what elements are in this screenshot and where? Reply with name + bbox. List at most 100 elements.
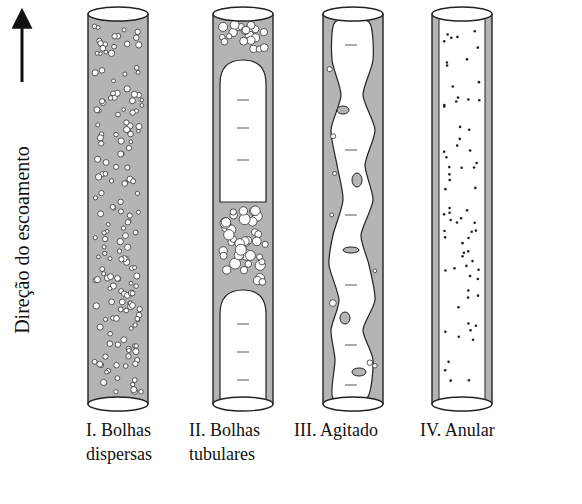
gas-bubble <box>247 36 255 44</box>
gas-bubble <box>97 255 101 259</box>
axis-label: Direção do escoamento <box>10 85 34 395</box>
gas-bubble <box>128 131 134 137</box>
gas-bubble <box>121 337 127 343</box>
gas-bubble <box>93 303 99 309</box>
churn-gas-region <box>329 19 375 402</box>
entrained-droplet <box>456 144 459 147</box>
gas-bubble <box>108 96 113 101</box>
gas-bubble <box>133 323 137 327</box>
flow-direction-arrow <box>21 12 24 82</box>
liquid-fragment <box>340 312 350 324</box>
gas-bubble <box>129 327 133 331</box>
gas-bubble <box>122 181 128 187</box>
gas-bubble <box>99 190 104 195</box>
gas-bubble <box>92 359 97 364</box>
entrained-droplet <box>450 37 453 40</box>
gas-bubble <box>255 231 262 238</box>
entrained-droplet <box>444 269 447 272</box>
entrained-droplet <box>447 361 450 364</box>
gas-bubble <box>97 324 103 330</box>
shine-mark <box>237 100 249 101</box>
entrained-droplet <box>474 187 477 190</box>
pipe-opening <box>432 397 492 411</box>
entrained-droplet <box>466 209 469 212</box>
gas-bubble <box>239 214 250 225</box>
gas-bubble <box>245 251 255 261</box>
entrained-droplet <box>443 40 446 43</box>
taylor-bubble <box>220 290 266 402</box>
gas-bubble <box>220 252 227 259</box>
pipe-opening <box>432 7 492 21</box>
gas-bubble <box>102 231 106 235</box>
gas-bubble <box>134 65 139 70</box>
gas-bubble <box>95 51 99 55</box>
liquid-fragment <box>343 247 359 253</box>
pipe-slug <box>213 7 273 411</box>
gas-bubble <box>125 244 131 250</box>
pipe-churn <box>323 7 383 411</box>
entrained-droplet <box>448 207 451 210</box>
gas-bubble <box>124 41 130 47</box>
gas-bubble <box>117 238 123 244</box>
shine-mark <box>237 128 249 129</box>
pipe-body <box>323 14 383 404</box>
entrained-droplet <box>467 322 470 325</box>
entrained-droplet <box>472 338 475 341</box>
liquid-fragment <box>352 368 366 376</box>
entrained-droplet <box>448 179 451 182</box>
gas-bubble <box>111 91 116 96</box>
gas-bubble <box>135 29 140 34</box>
entrained-droplet <box>473 222 476 225</box>
gas-bubble <box>134 284 139 289</box>
gas-bubble <box>373 269 377 273</box>
entrained-droplet <box>455 100 458 103</box>
gas-bubble <box>103 354 108 359</box>
gas-bubble <box>117 249 122 254</box>
gas-bubble <box>259 259 265 265</box>
entrained-droplet <box>444 188 447 191</box>
gas-bubble <box>259 278 266 285</box>
gas-bubble <box>373 364 377 368</box>
gas-bubble <box>109 179 113 183</box>
gas-bubble <box>114 132 118 136</box>
gas-bubble <box>242 26 250 34</box>
entrained-droplet <box>466 58 469 61</box>
gas-bubble <box>124 308 129 313</box>
gas-bubble <box>119 299 125 305</box>
gas-bubble <box>124 364 129 369</box>
shine-mark <box>345 345 357 346</box>
entrained-droplet <box>453 267 456 270</box>
gas-bubble <box>131 387 137 393</box>
entrained-droplet <box>475 229 478 232</box>
entrained-droplet <box>461 255 464 258</box>
gas-bubble <box>93 236 97 240</box>
gas-bubble <box>129 140 133 144</box>
gas-bubble <box>330 213 334 217</box>
shine-mark <box>345 45 357 46</box>
gas-bubble <box>92 70 98 76</box>
entrained-droplet <box>469 275 472 278</box>
entrained-droplet <box>461 242 464 245</box>
gas-bubble <box>127 348 131 352</box>
gas-bubble <box>260 44 268 52</box>
gas-bubble <box>128 290 134 296</box>
entrained-droplet <box>460 166 463 169</box>
gas-bubble <box>95 156 101 162</box>
gas-bubble <box>136 70 140 74</box>
gas-bubble <box>98 41 103 46</box>
gas-bubble <box>262 241 268 247</box>
gas-bubble <box>126 354 131 359</box>
gas-bubble <box>114 390 118 394</box>
entrained-droplet <box>448 166 451 169</box>
gas-bubble <box>102 236 107 241</box>
gas-bubble <box>221 39 228 46</box>
gas-bubble <box>97 135 103 141</box>
gas-bubble <box>125 220 130 225</box>
gas-core <box>439 14 485 404</box>
gas-bubble <box>112 44 117 49</box>
regime-label: IV. Anular <box>420 418 530 442</box>
entrained-droplet <box>449 219 452 222</box>
gas-bubble <box>331 134 336 139</box>
gas-bubble <box>118 209 123 214</box>
gas-bubble <box>136 210 140 214</box>
